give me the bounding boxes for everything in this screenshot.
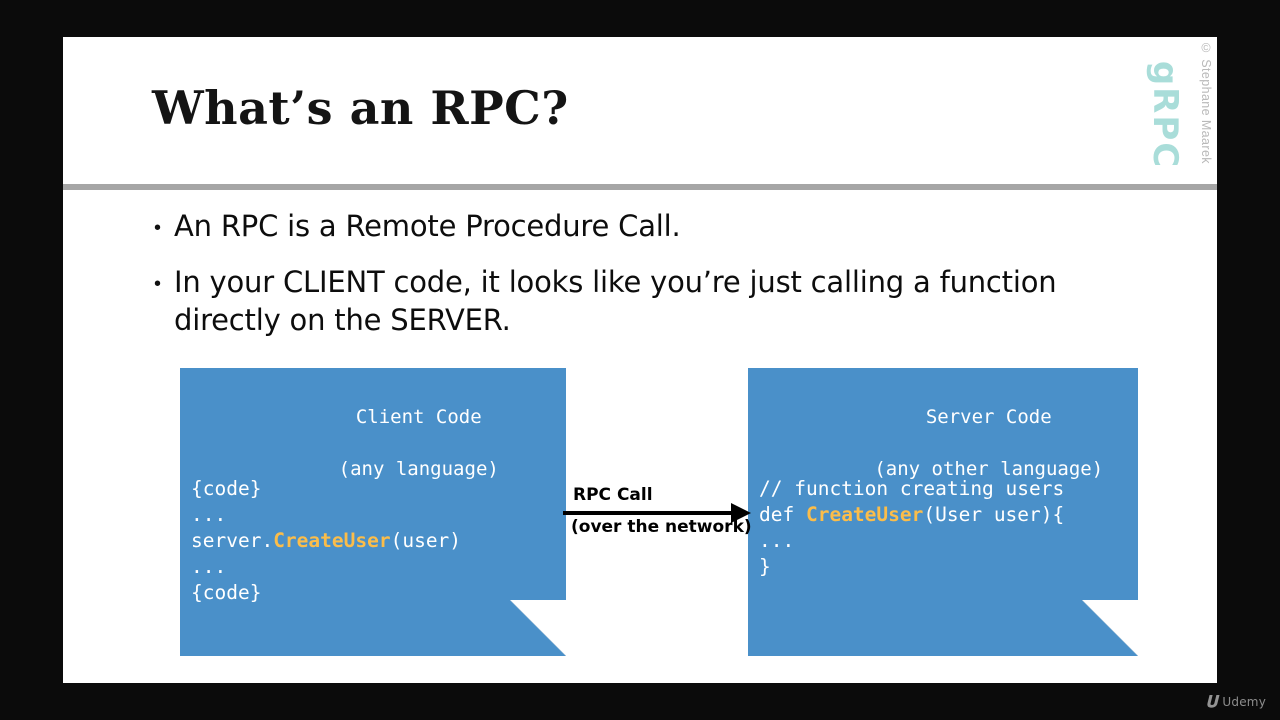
bullet-list: • An RPC is a Remote Procedure Call. • I… (152, 207, 1152, 353)
slide-header: What’s an RPC? gRPC © Stephane Maarek (63, 37, 1217, 184)
code-line: ... (191, 555, 227, 578)
server-card-heading: Server Code (any other language) (748, 368, 1138, 508)
list-item: • In your CLIENT code, it looks like you… (152, 263, 1152, 339)
client-code-card: Client Code (any language) {code} ... se… (180, 368, 566, 656)
presentation-slide: What’s an RPC? gRPC © Stephane Maarek • … (63, 37, 1217, 683)
code-span: (User user){ (923, 503, 1065, 526)
code-line: {code} (191, 477, 262, 500)
client-card-heading: Client Code (any language) (180, 368, 566, 508)
code-function-name: CreateUser (805, 503, 924, 526)
udemy-logo-icon: 𝐔 (1205, 692, 1218, 711)
rpc-call-label: RPC Call (573, 485, 653, 505)
bullet-text: An RPC is a Remote Procedure Call. (174, 209, 681, 243)
udemy-watermark: 𝐔 Udemy (1206, 694, 1266, 710)
code-span: def (759, 503, 806, 526)
bullet-marker-icon: • (154, 273, 162, 295)
code-line: ... (191, 503, 227, 526)
server-code-block: // function creating users def CreateUse… (748, 476, 1138, 580)
code-function-name: CreateUser (273, 529, 391, 552)
code-line: def CreateUser(User user){ (748, 502, 1138, 528)
page-title: What’s an RPC? (152, 81, 569, 135)
client-card-subtitle: (any language) (338, 458, 499, 480)
title-divider (63, 184, 1217, 190)
code-line: } (759, 555, 771, 578)
arrow-shaft-icon (563, 511, 735, 515)
client-code-block: {code} ... server.CreateUser(user) ... {… (180, 476, 566, 606)
rpc-network-label: (over the network) (571, 517, 752, 537)
branding-stack: gRPC © Stephane Maarek (1143, 37, 1215, 197)
code-line: server.CreateUser(user) (180, 528, 566, 554)
bullet-marker-icon: • (154, 217, 162, 239)
server-card-subtitle: (any other language) (874, 458, 1104, 480)
bullet-text: In your CLIENT code, it looks like you’r… (174, 265, 1057, 337)
page-fold-corner-icon (510, 600, 566, 656)
list-item: • An RPC is a Remote Procedure Call. (152, 207, 1152, 249)
page-fold-corner-icon (1082, 600, 1138, 656)
copyright-notice: © Stephane Maarek (1199, 41, 1213, 164)
code-line: {code} (191, 581, 262, 604)
arrow-head-icon (731, 503, 751, 523)
code-span: (user) (390, 529, 462, 552)
code-line: ... (759, 529, 795, 552)
server-card-title: Server Code (925, 406, 1052, 428)
code-span: server. (191, 529, 274, 552)
client-card-title: Client Code (355, 406, 482, 428)
rpc-call-arrow-group: RPC Call (over the network) (561, 477, 757, 549)
udemy-wordmark: Udemy (1222, 695, 1266, 709)
server-code-card: Server Code (any other language) // func… (748, 368, 1138, 656)
code-line: // function creating users (759, 477, 1065, 500)
